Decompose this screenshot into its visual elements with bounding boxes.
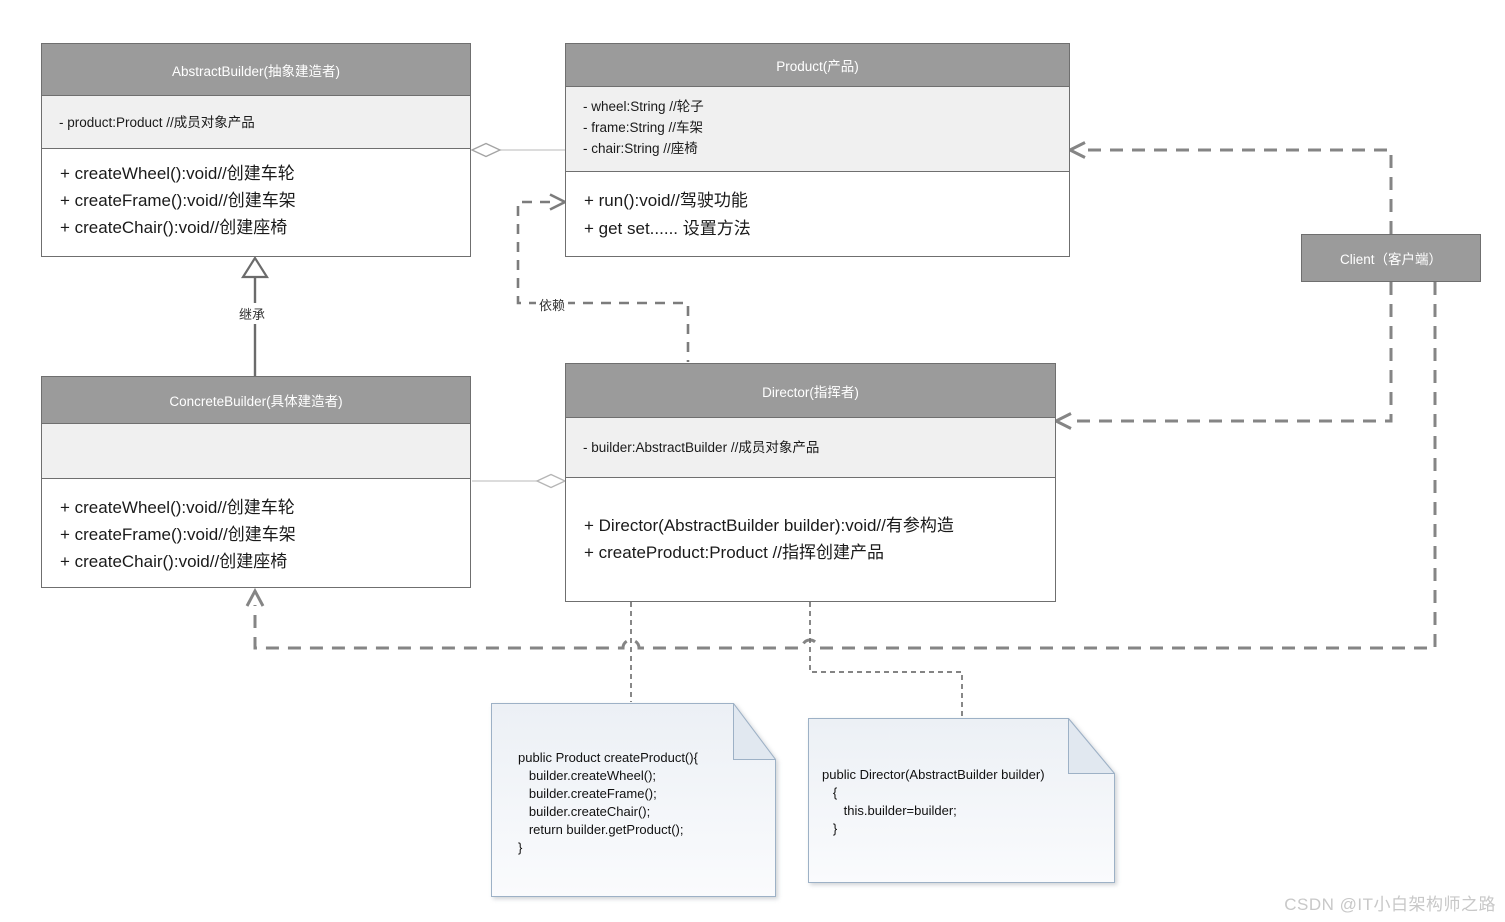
edge-aggregation-abstractbuilder-product [470,142,565,158]
note-director-constructor: public Director(AbstractBuilder builder)… [808,717,1116,883]
edge-dependency-client-director [1052,282,1393,430]
edge-dependency-client-product [1066,141,1393,234]
attribute: - chair:String //座椅 [583,141,698,156]
dependency-label: 依赖 [536,294,569,315]
attribute: - wheel:String //轮子 [583,99,704,114]
method: + createFrame():void//创建车架 [60,191,296,210]
class-director: Director(指挥者) - builder:AbstractBuilder … [565,363,1056,602]
note-connector-director-constructor [809,602,963,717]
class-attributes-section: - builder:AbstractBuilder //成员对象产品 [566,418,1055,478]
method: + createProduct:Product //指挥创建产品 [584,543,884,562]
class-methods-section: + run():void//驾驶功能 + get set...... 设置方法 [566,172,1069,256]
open-arrowhead-icon [549,193,568,211]
class-title: ConcreteBuilder(具体建造者) [42,377,470,424]
class-methods-section: + createWheel():void//创建车轮 + createFrame… [42,479,470,587]
attribute: - builder:AbstractBuilder //成员对象产品 [583,440,820,455]
open-arrowhead-icon [1052,412,1072,430]
class-attributes-section: - wheel:String //轮子 - frame:String //车架 … [566,87,1069,172]
inheritance-triangle-icon [241,255,269,279]
open-arrowhead-icon [1066,141,1086,159]
method: + createWheel():void//创建车轮 [60,498,295,517]
method: + run():void//驾驶功能 [584,191,748,210]
method: + createWheel():void//创建车轮 [60,164,295,183]
note-fold-icon [733,702,777,760]
edge-aggregation-concretebuilder-director [472,473,567,489]
code-line: { [822,785,838,800]
class-title: Client（客户端） [1339,252,1442,267]
code-line: } [822,821,838,836]
aggregation-diamond-icon [535,473,567,489]
class-methods-section: + Director(AbstractBuilder builder):void… [566,478,1055,600]
class-client: Client（客户端） [1301,234,1481,282]
method: + createChair():void//创建座椅 [60,218,288,237]
code-line: builder.createWheel(); [518,768,657,783]
attribute: - frame:String //车架 [583,120,704,135]
class-concrete-builder: ConcreteBuilder(具体建造者) + createWheel():v… [41,376,471,588]
note-code: public Product createProduct(){ builder.… [518,749,698,857]
watermark-text: CSDN @IT小白架构师之路 [1284,895,1496,914]
inheritance-label: 继承 [236,303,269,324]
class-product: Product(产品) - wheel:String //轮子 - frame:… [565,43,1070,257]
method: + createChair():void//创建座椅 [60,552,288,571]
edge-dependency-client-concretebuilder [245,282,1437,650]
aggregation-diamond-icon [470,142,502,158]
code-line: return builder.getProduct(); [518,822,684,837]
note-createproduct: public Product createProduct(){ builder.… [491,702,777,897]
class-title: Product(产品) [566,44,1069,87]
class-title: AbstractBuilder(抽象建造者) [42,44,470,96]
open-arrowhead-icon [245,587,265,607]
note-fold-icon [1068,717,1116,774]
class-attributes-section [42,424,470,479]
edge-inheritance-concretebuilder-abstractbuilder [241,255,269,376]
code-line: public Product createProduct(){ [518,750,698,765]
class-abstract-builder: AbstractBuilder(抽象建造者) - product:Product… [41,43,471,257]
code-line: public Director(AbstractBuilder builder) [822,767,1045,782]
method: + createFrame():void//创建车架 [60,525,296,544]
code-line: builder.createChair(); [518,804,651,819]
method: + Director(AbstractBuilder builder):void… [584,516,954,535]
code-line: this.builder=builder; [822,803,957,818]
class-methods-section: + createWheel():void//创建车轮 + createFrame… [42,149,470,256]
class-title: Director(指挥者) [566,364,1055,418]
note-shape [491,702,777,897]
note-code: public Director(AbstractBuilder builder)… [822,766,1045,838]
code-line: } [518,840,523,855]
class-attributes-section: - product:Product //成员对象产品 [42,96,470,149]
attribute: - product:Product //成员对象产品 [59,114,255,130]
code-line: builder.createFrame(); [518,786,657,801]
note-shape [808,717,1116,883]
method: + get set...... 设置方法 [584,219,751,238]
